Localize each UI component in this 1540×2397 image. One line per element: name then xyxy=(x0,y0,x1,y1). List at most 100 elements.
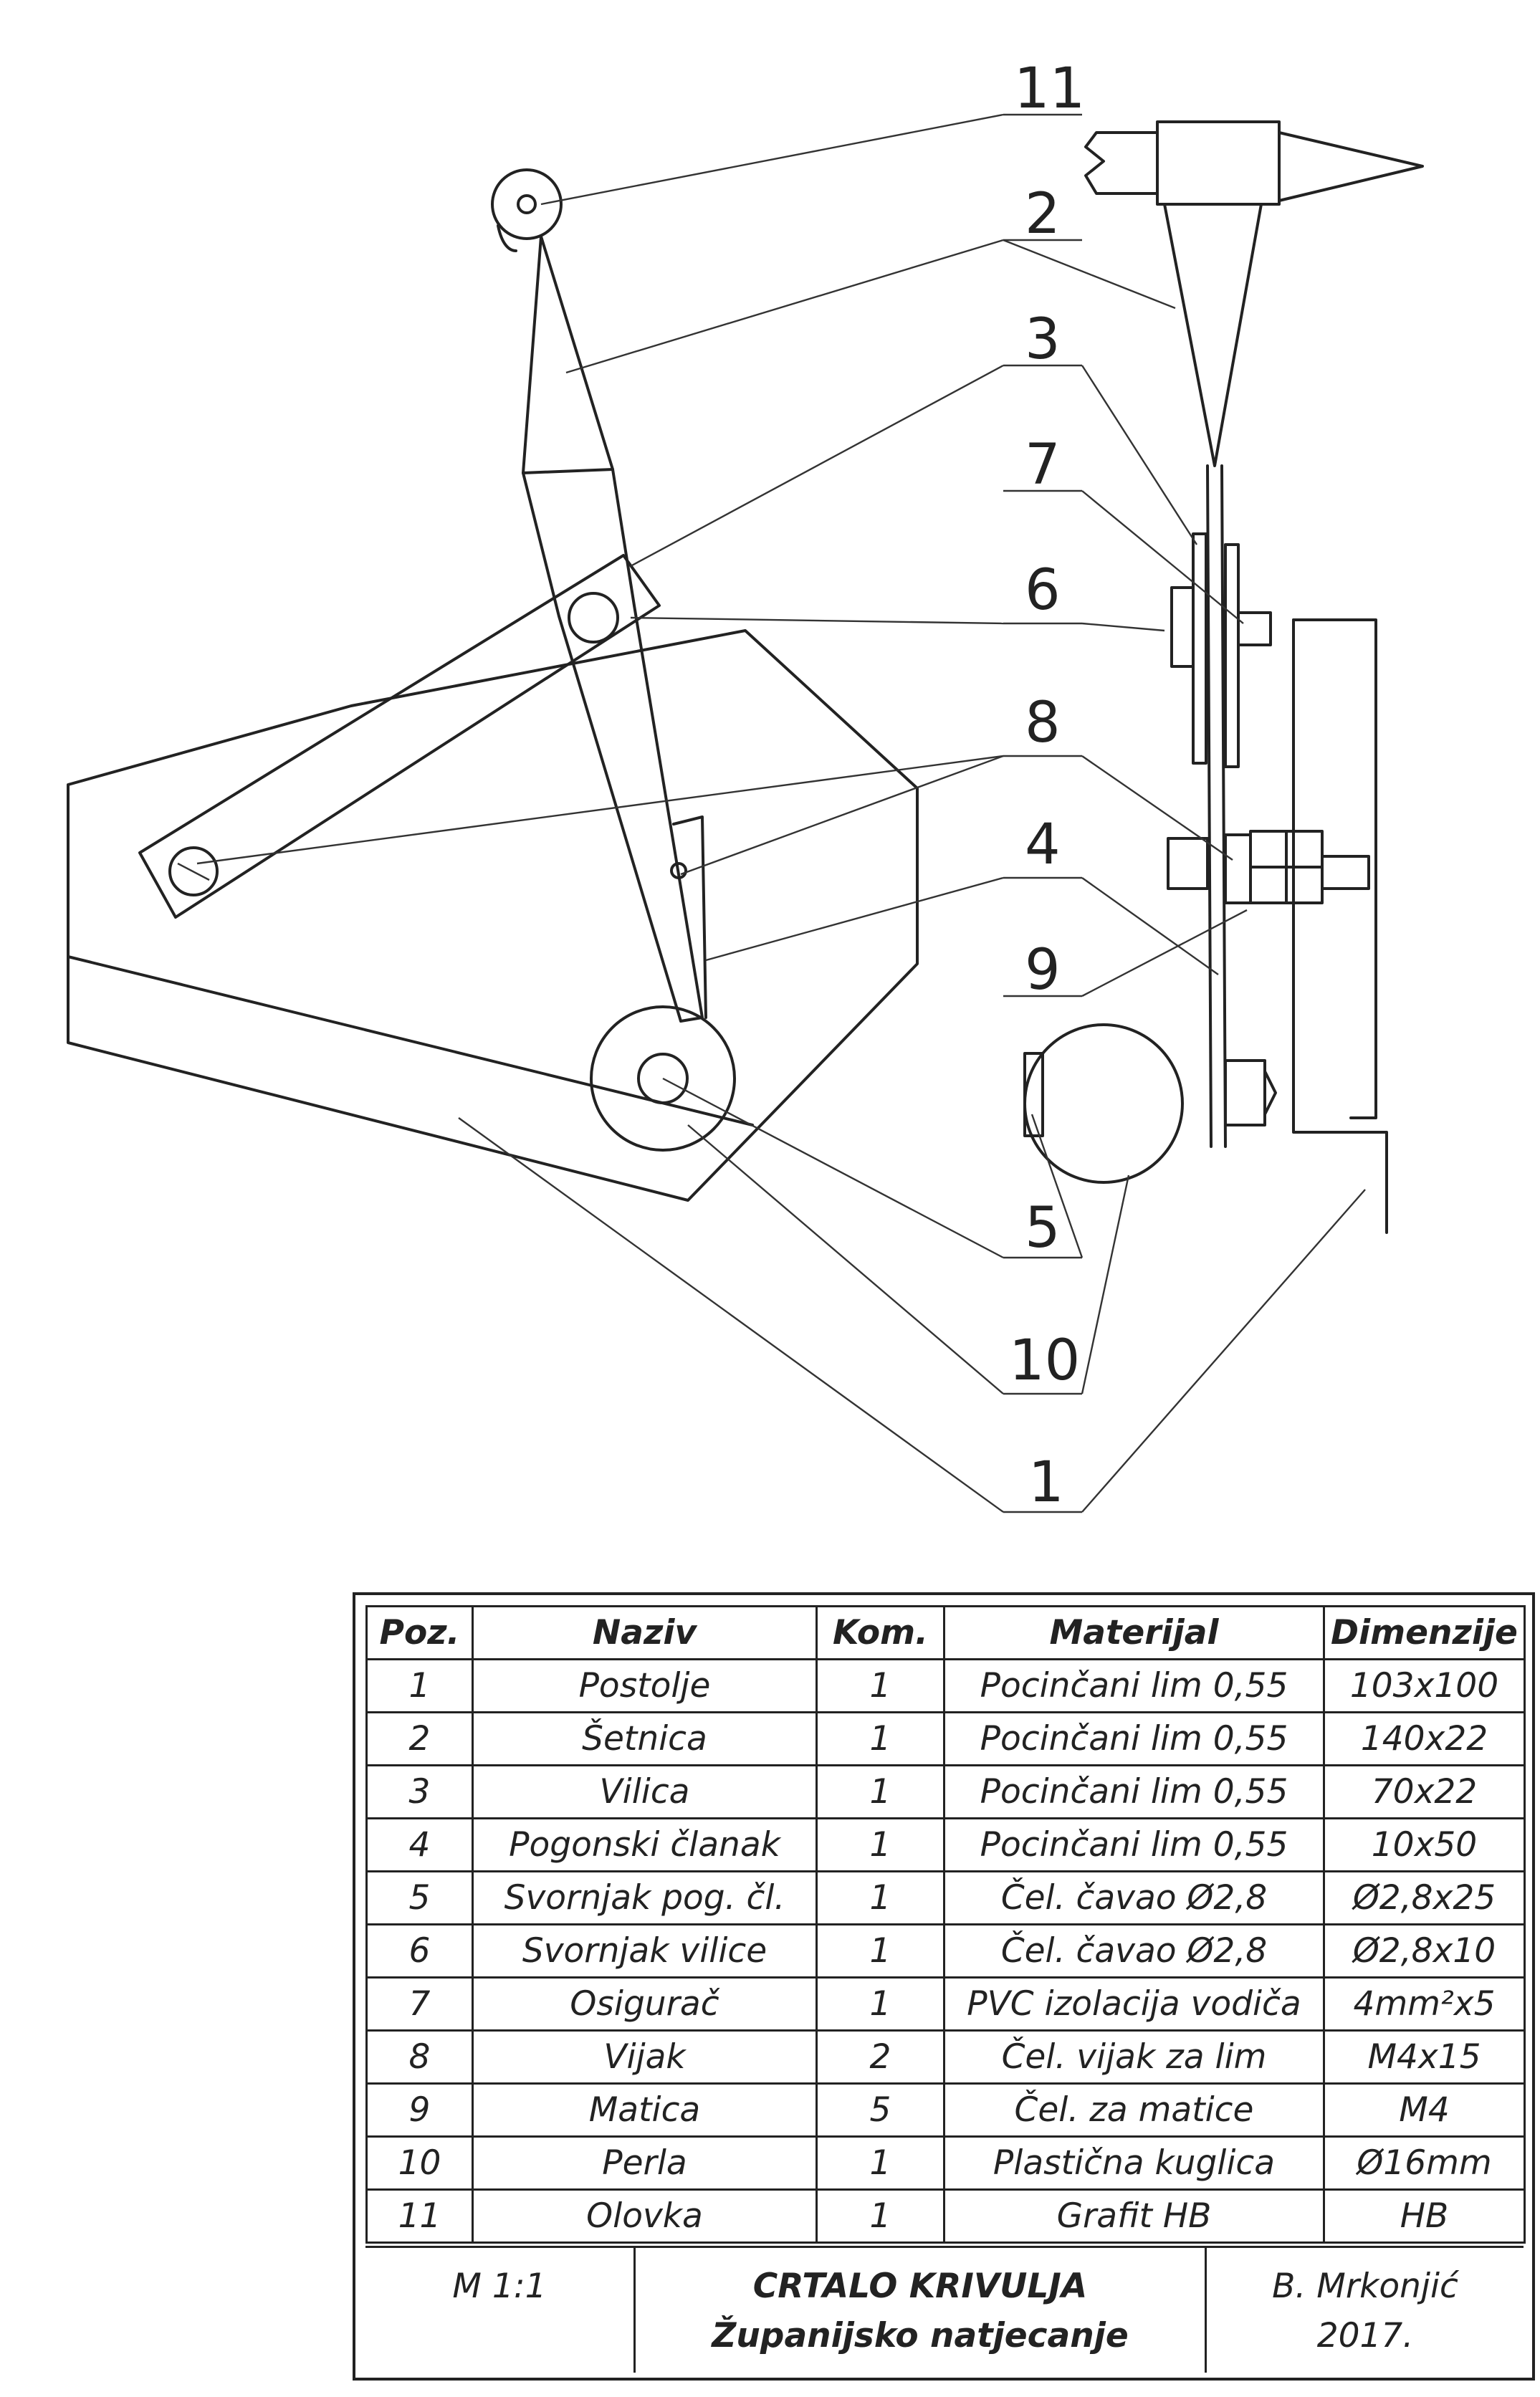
table-row: 1 Postolje 1 Pocinčani lim 0,55 103x100 xyxy=(365,1658,1526,1713)
cell-dimenzije: 10x50 xyxy=(1323,1817,1526,1872)
table-row: 9 Matica 5 Čel. za matice M4 xyxy=(365,2082,1526,2138)
cell-dimenzije: 103x100 xyxy=(1323,1658,1526,1713)
callout-4: 4 xyxy=(1025,813,1061,877)
cell-kom: 1 xyxy=(816,1870,945,1925)
table-row: 2 Šetnica 1 Pocinčani lim 0,55 140x22 xyxy=(365,1711,1526,1766)
header-poz: Poz. xyxy=(365,1605,474,1660)
fork-arm xyxy=(138,554,661,919)
callout-6: 6 xyxy=(1025,558,1061,623)
table-row: 10 Perla 1 Plastična kuglica Ø16mm xyxy=(365,2135,1526,2191)
cell-materijal: Pocinčani lim 0,55 xyxy=(943,1711,1325,1766)
cell-naziv: Perla xyxy=(472,2135,818,2191)
cell-materijal: Pocinčani lim 0,55 xyxy=(943,1817,1325,1872)
cell-naziv: Svornjak vilice xyxy=(472,1923,818,1979)
cell-poz: 2 xyxy=(365,1711,474,1766)
table-header-row: Poz. Naziv Kom. Materijal Dimenzije xyxy=(365,1605,1526,1660)
drawing-subtitle: Županijsko natjecanje xyxy=(712,2316,1129,2355)
cell-materijal: Čel. čavao Ø2,8 xyxy=(943,1923,1325,1979)
cell-poz: 3 xyxy=(365,1764,474,1819)
cell-dimenzije: Ø2,8x10 xyxy=(1323,1923,1526,1979)
cell-materijal: Čel. za matice xyxy=(943,2082,1325,2138)
leader-lines xyxy=(196,113,1366,1513)
base-plate xyxy=(67,629,919,1202)
table-row: 3 Vilica 1 Pocinčani lim 0,55 70x22 xyxy=(365,1764,1526,1819)
cell-naziv: Vilica xyxy=(472,1764,818,1819)
callout-labels: 11 2 3 7 6 8 4 9 5 10 1 xyxy=(1003,57,1085,1515)
cell-naziv: Matica xyxy=(472,2082,818,2138)
cell-dimenzije: Ø2,8x25 xyxy=(1323,1870,1526,1925)
header-naziv: Naziv xyxy=(472,1605,818,1660)
cell-dimenzije: M4x15 xyxy=(1323,2029,1526,2085)
drive-link xyxy=(590,815,736,1152)
cell-poz: 7 xyxy=(365,1976,474,2032)
callout-3: 3 xyxy=(1025,307,1061,372)
cell-kom: 1 xyxy=(816,1817,945,1872)
cell-materijal: Grafit HB xyxy=(943,2188,1325,2244)
cell-materijal: Pocinčani lim 0,55 xyxy=(943,1764,1325,1819)
cell-kom: 1 xyxy=(816,2188,945,2244)
cell-naziv: Osigurač xyxy=(472,1976,818,2032)
drawing-year: 2017. xyxy=(1316,2316,1414,2355)
cell-dimenzije: HB xyxy=(1323,2188,1526,2244)
table-row: 7 Osigurač 1 PVC izolacija vodiča 4mm²x5 xyxy=(365,1976,1526,2032)
cell-dimenzije: Ø16mm xyxy=(1323,2135,1526,2191)
cell-poz: 6 xyxy=(365,1923,474,1979)
parts-table: Poz. Naziv Kom. Materijal Dimenzije 1 Po… xyxy=(365,1605,1526,2244)
table-row: 8 Vijak 2 Čel. vijak za lim M4x15 xyxy=(365,2029,1526,2085)
table-row: 6 Svornjak vilice 1 Čel. čavao Ø2,8 Ø2,8… xyxy=(365,1923,1526,1979)
cell-naziv: Svornjak pog. čl. xyxy=(472,1870,818,1925)
cell-materijal: Čel. čavao Ø2,8 xyxy=(943,1870,1325,1925)
side-view xyxy=(1023,120,1424,1234)
callout-5: 5 xyxy=(1025,1196,1061,1260)
cell-kom: 2 xyxy=(816,2029,945,2085)
table-row: 5 Svornjak pog. čl. 1 Čel. čavao Ø2,8 Ø2… xyxy=(365,1870,1526,1925)
assembly-drawing: 11 2 3 7 6 8 4 9 5 10 1 xyxy=(67,57,1424,1515)
cell-poz: 10 xyxy=(365,2135,474,2191)
cell-dimenzije: 140x22 xyxy=(1323,1711,1526,1766)
title-cell: CRTALO KRIVULJA Županijsko natjecanje xyxy=(633,2248,1207,2373)
title-block: M 1:1 CRTALO KRIVULJA Županijsko natjeca… xyxy=(365,2246,1524,2373)
callout-2: 2 xyxy=(1025,182,1061,247)
header-materijal: Materijal xyxy=(943,1605,1325,1660)
cell-kom: 1 xyxy=(816,1658,945,1713)
cell-dimenzije: 70x22 xyxy=(1323,1764,1526,1819)
callout-11: 11 xyxy=(1014,57,1085,121)
cell-poz: 5 xyxy=(365,1870,474,1925)
table-row: 11 Olovka 1 Grafit HB HB xyxy=(365,2188,1526,2244)
header-kom: Kom. xyxy=(816,1605,945,1660)
cell-kom: 1 xyxy=(816,1923,945,1979)
cell-materijal: Plastična kuglica xyxy=(943,2135,1325,2191)
callout-7: 7 xyxy=(1025,433,1061,497)
cell-naziv: Postolje xyxy=(472,1658,818,1713)
cell-poz: 1 xyxy=(365,1658,474,1713)
header-dimenzije: Dimenzije xyxy=(1323,1605,1526,1660)
scale-cell: M 1:1 xyxy=(365,2248,633,2373)
cell-materijal: Pocinčani lim 0,55 xyxy=(943,1658,1325,1713)
cell-kom: 1 xyxy=(816,1711,945,1766)
cell-kom: 1 xyxy=(816,1764,945,1819)
callout-9: 9 xyxy=(1025,938,1061,1003)
walker-arm xyxy=(491,168,704,1023)
cell-kom: 1 xyxy=(816,2135,945,2191)
callout-10: 10 xyxy=(1009,1329,1080,1393)
cell-kom: 5 xyxy=(816,2082,945,2138)
cell-naziv: Vijak xyxy=(472,2029,818,2085)
cell-materijal: Čel. vijak za lim xyxy=(943,2029,1325,2085)
callout-8: 8 xyxy=(1025,691,1061,755)
cell-naziv: Pogonski članak xyxy=(472,1817,818,1872)
cell-dimenzije: 4mm²x5 xyxy=(1323,1976,1526,2032)
author-name: B. Mrkonjić xyxy=(1272,2267,1458,2306)
cell-naziv: Šetnica xyxy=(472,1711,818,1766)
cell-materijal: PVC izolacija vodiča xyxy=(943,1976,1325,2032)
callout-1: 1 xyxy=(1028,1450,1064,1515)
cell-poz: 4 xyxy=(365,1817,474,1872)
cell-poz: 11 xyxy=(365,2188,474,2244)
cell-naziv: Olovka xyxy=(472,2188,818,2244)
table-row: 4 Pogonski članak 1 Pocinčani lim 0,55 1… xyxy=(365,1817,1526,1872)
cell-poz: 8 xyxy=(365,2029,474,2085)
drawing-title: CRTALO KRIVULJA xyxy=(752,2267,1088,2306)
cell-kom: 1 xyxy=(816,1976,945,2032)
author-cell: B. Mrkonjić 2017. xyxy=(1207,2248,1524,2373)
cell-poz: 9 xyxy=(365,2082,474,2138)
cell-dimenzije: M4 xyxy=(1323,2082,1526,2138)
